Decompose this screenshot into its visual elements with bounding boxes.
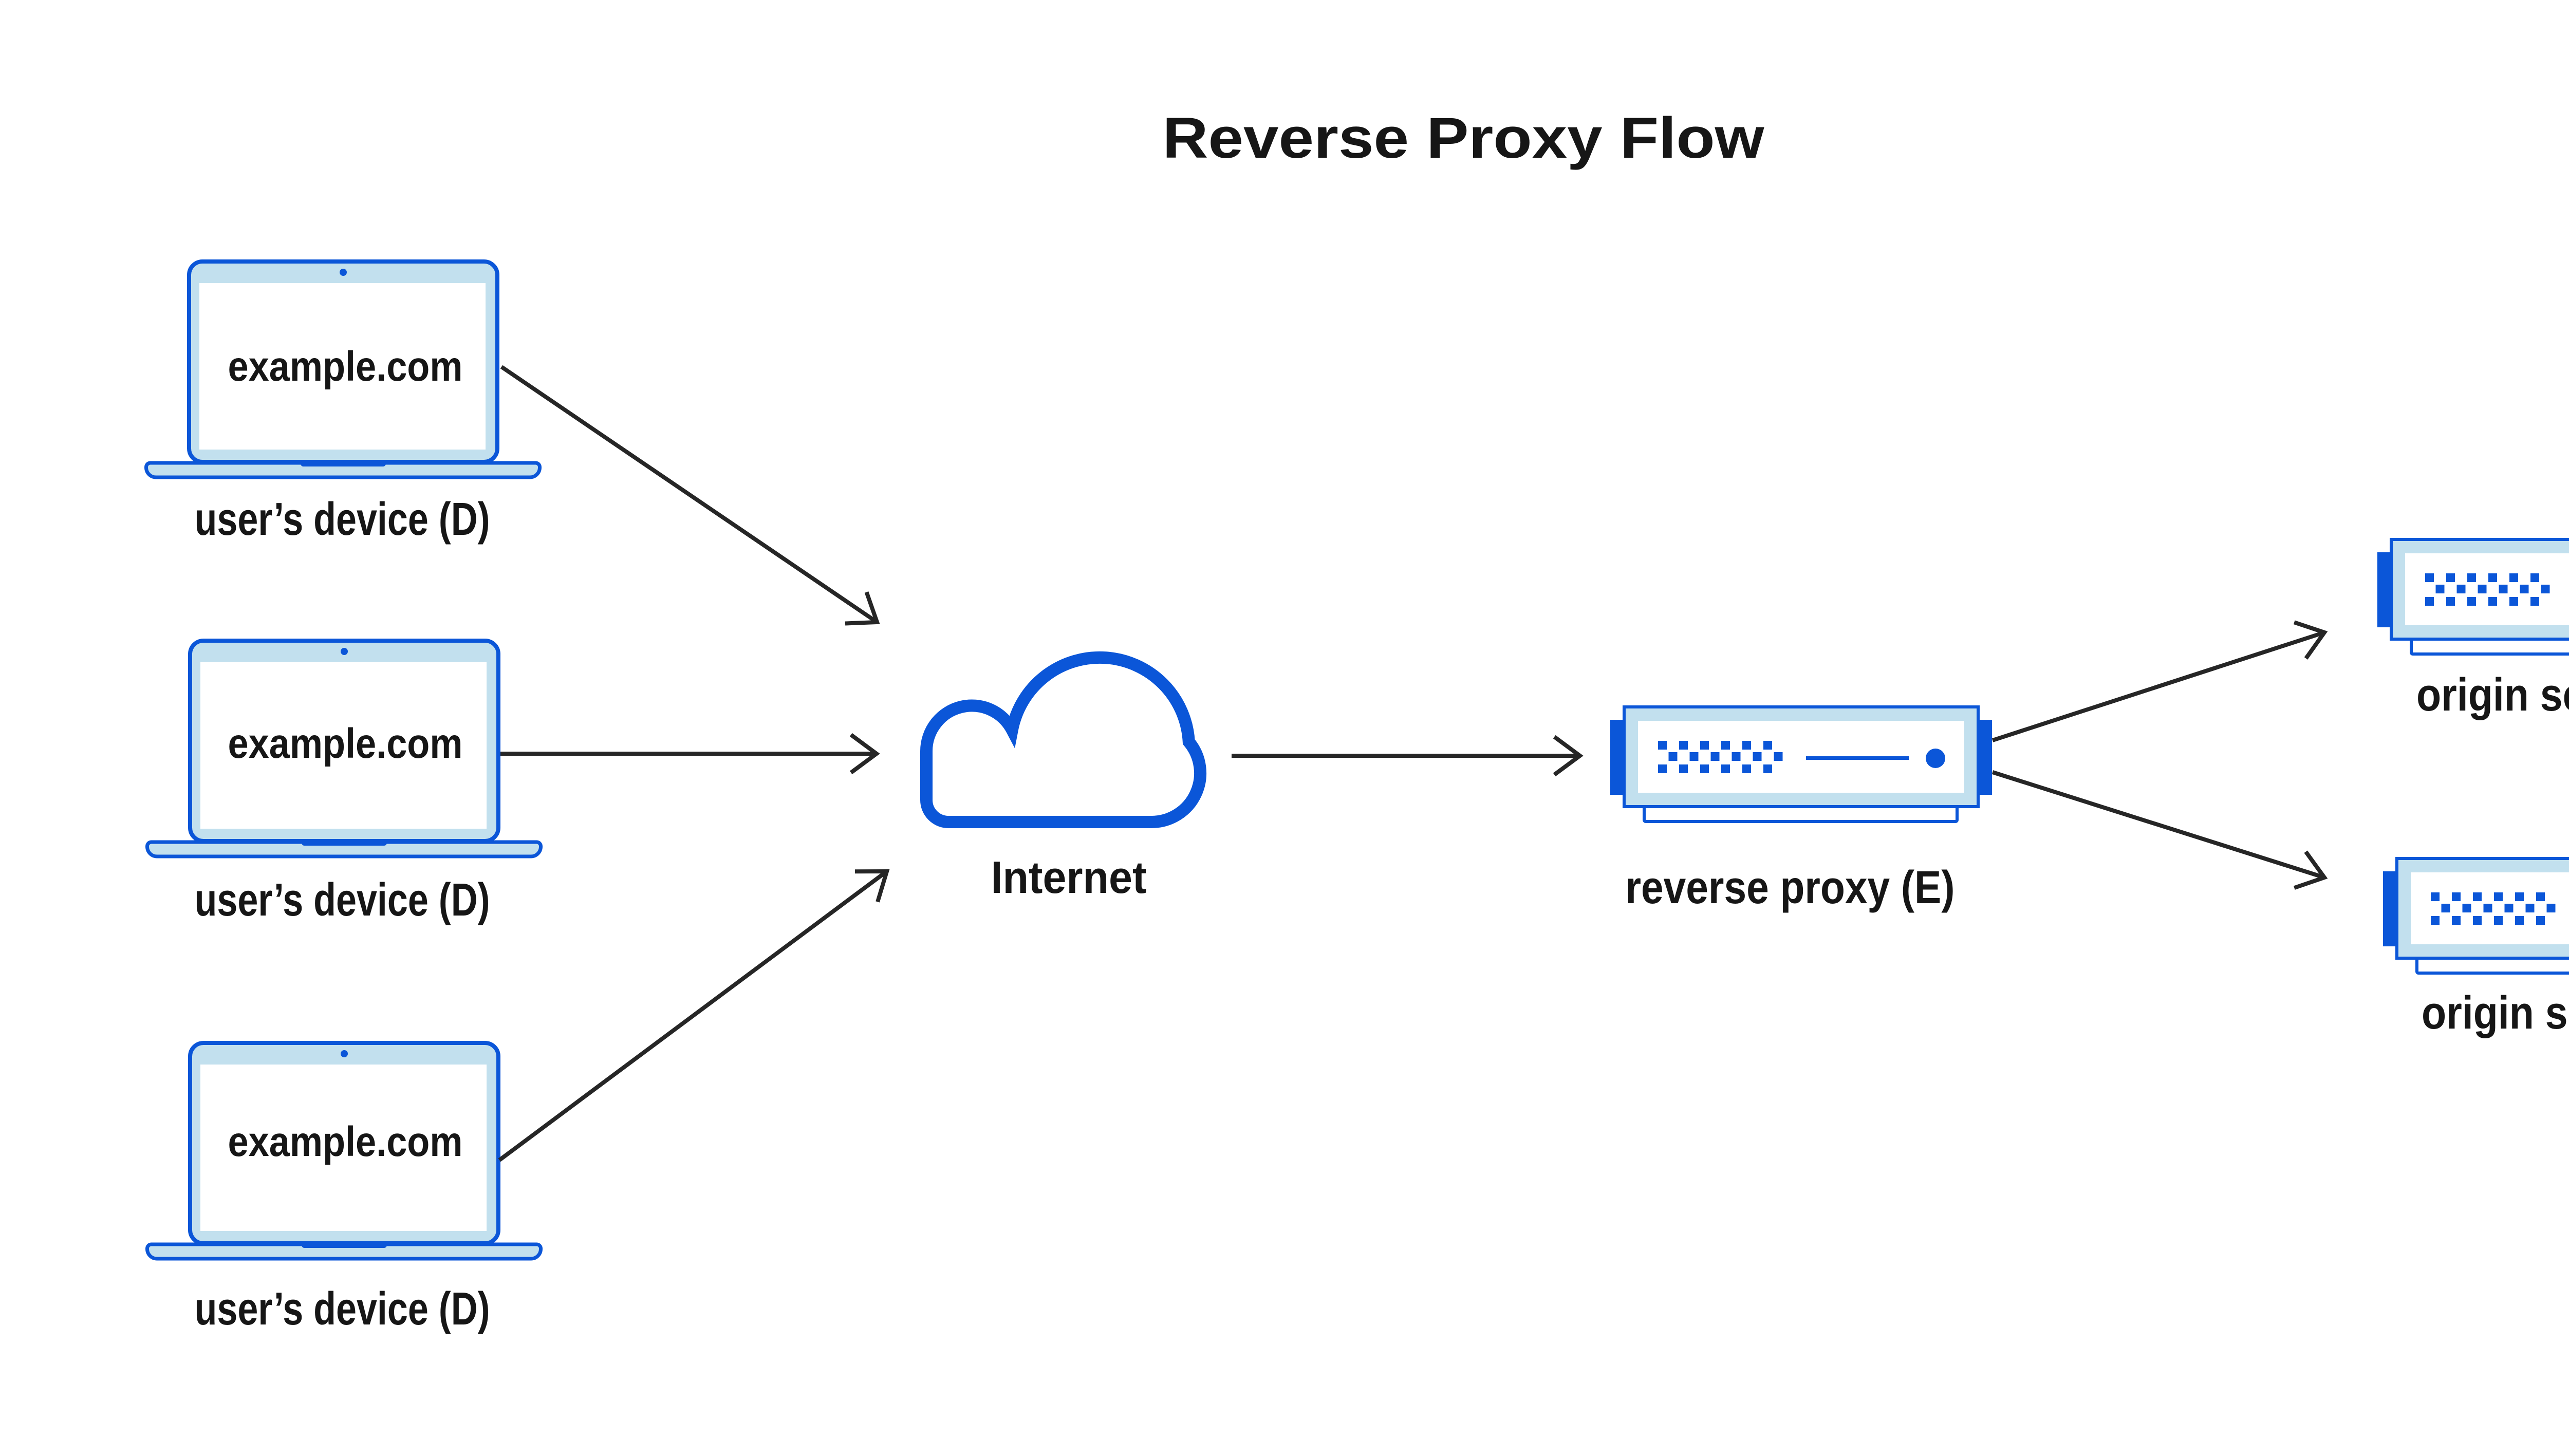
svg-text:Internet: Internet <box>991 852 1147 903</box>
svg-text:reverse proxy (E): reverse proxy (E) <box>1626 862 1955 913</box>
svg-text:origin server (F): origin server (F) <box>2416 669 2569 721</box>
svg-text:example.com: example.com <box>228 1118 463 1165</box>
svg-text:example.com: example.com <box>228 343 463 390</box>
svg-text:origin server (F): origin server (F) <box>2422 987 2569 1039</box>
svg-text:user’s device (D): user’s device (D) <box>195 494 490 545</box>
svg-text:example.com: example.com <box>228 720 463 767</box>
svg-text:user’s device (D): user’s device (D) <box>195 874 490 926</box>
svg-text:user’s device (D): user’s device (D) <box>195 1283 490 1335</box>
svg-text:Reverse Proxy Flow: Reverse Proxy Flow <box>1163 106 1765 170</box>
